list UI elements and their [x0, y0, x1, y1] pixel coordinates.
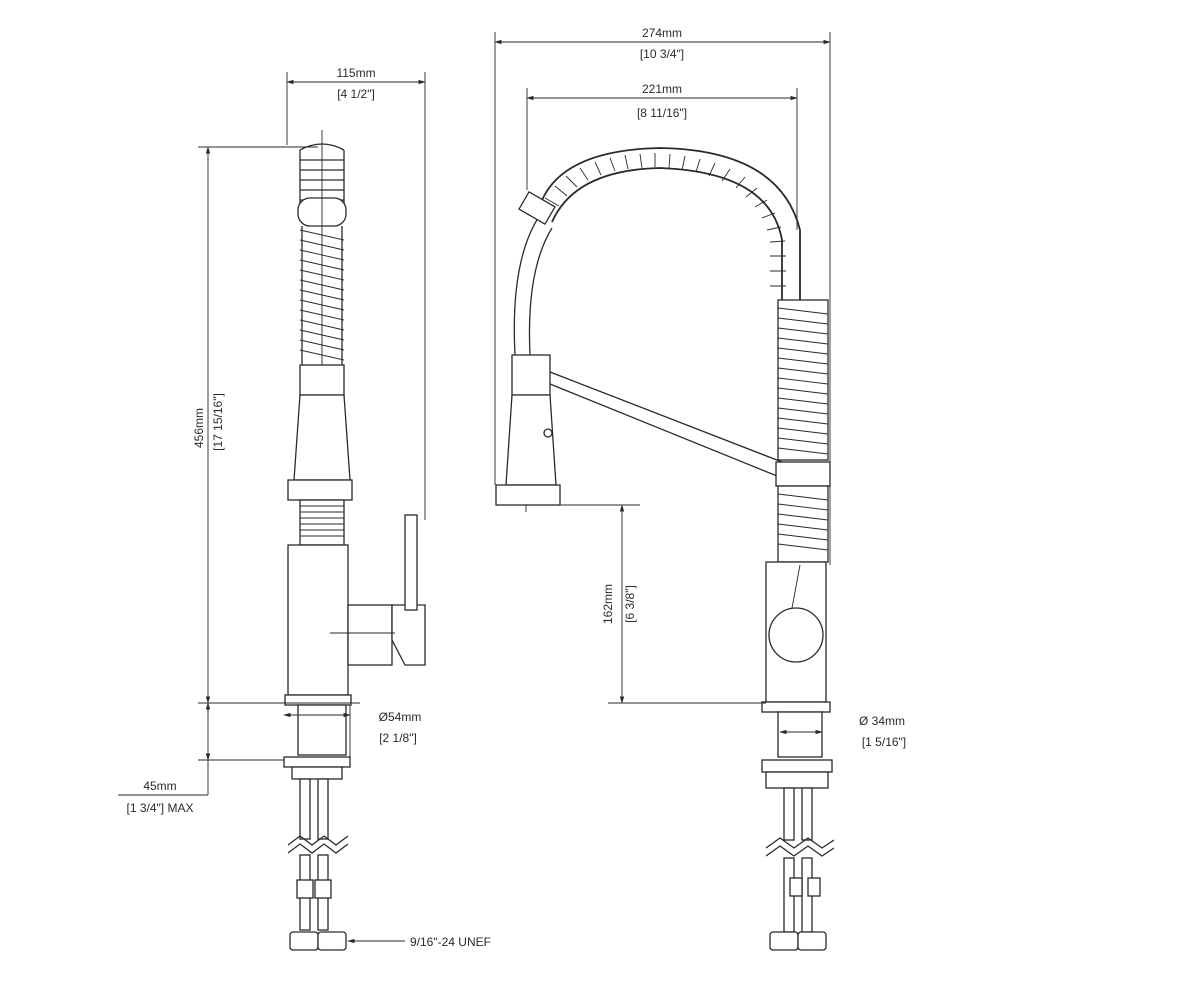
reach-in-label: [8 11/16"] — [637, 106, 687, 120]
clearance-mm-label: 162mm — [601, 584, 615, 624]
dim-height-456: 456mm [17 15/16"] — [192, 146, 318, 704]
shank-dia-mm-label: Ø 34mm — [859, 714, 905, 728]
deck-in-label: [1 3/4"] MAX — [127, 801, 194, 815]
front-shank: Ø 34mm [1 5/16"] — [761, 711, 906, 951]
overall-in-label: [10 3/4"] — [640, 47, 684, 61]
dim-deck-45: 45mm [1 3/4"] MAX — [118, 702, 300, 815]
front-arm — [549, 371, 783, 479]
dim-width-115: 115mm [4 1/2"] — [286, 66, 426, 520]
side-main-body — [284, 514, 426, 706]
base-dia-mm-label: Ø54mm — [379, 710, 422, 724]
reach-mm-label: 221mm — [642, 82, 682, 96]
shank-dia-in-label: [1 5/16"] — [862, 735, 906, 749]
dim-clearance-162: 162mm [6 3/8"] — [540, 504, 766, 704]
front-coil — [775, 299, 831, 563]
width-mm-label: 115mm — [336, 66, 375, 80]
overall-mm-label: 274mm — [642, 26, 682, 40]
front-spring-arc — [539, 147, 801, 300]
front-hose — [513, 190, 556, 356]
width-in-label: [4 1/2"] — [337, 87, 375, 101]
front-base-body — [761, 561, 831, 713]
side-view: 115mm [4 1/2"] 456mm [17 15/16"] 45mm [1… — [118, 66, 491, 951]
clearance-in-label: [6 3/8"] — [623, 585, 637, 623]
side-shank: Ø54mm [2 1/8"] — [280, 702, 422, 951]
side-spray-body — [287, 364, 353, 546]
dim-reach-221: 221mm [8 11/16"] — [526, 82, 798, 230]
height-in-label: [17 15/16"] — [211, 393, 225, 451]
deck-mm-label: 45mm — [143, 779, 176, 793]
thread-label: 9/16"-24 UNEF — [410, 935, 491, 949]
front-spray-head — [495, 354, 561, 512]
base-dia-in-label: [2 1/8"] — [379, 731, 417, 745]
front-view: 274mm [10 3/4"] 221mm [8 11/16"] — [494, 26, 906, 951]
thread-callout: 9/16"-24 UNEF — [347, 935, 491, 949]
side-spring — [297, 130, 347, 700]
height-mm-label: 456mm — [192, 408, 206, 448]
